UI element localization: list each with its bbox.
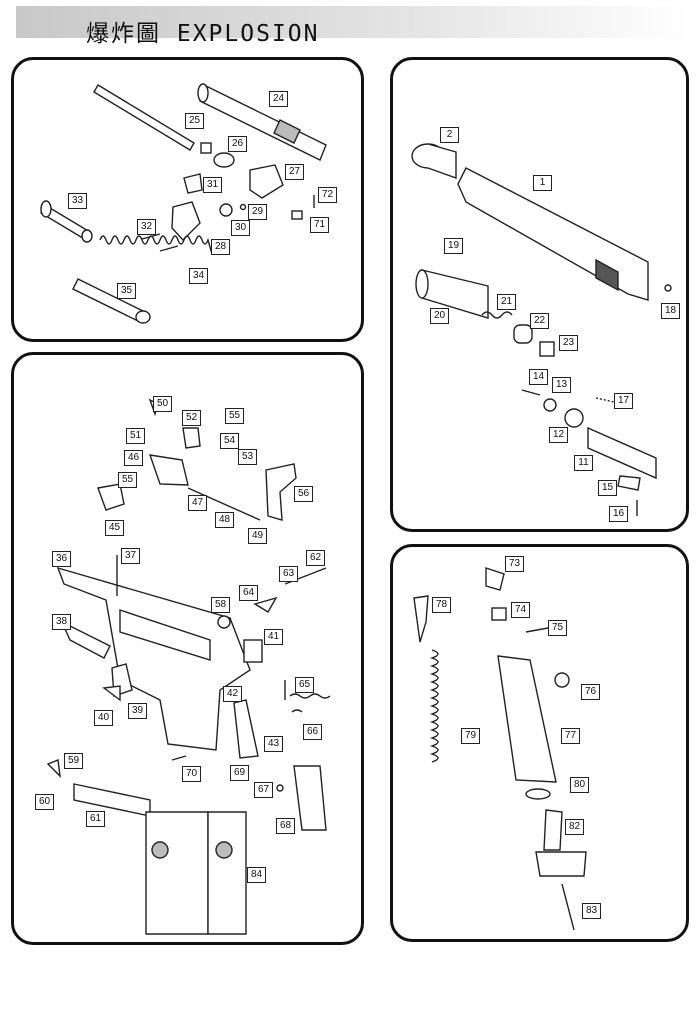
part-label-22: 22 [530,313,549,329]
part-label-41: 41 [264,629,283,645]
part-label-55: 55 [118,472,137,488]
part-label-11: 11 [574,455,593,471]
part-label-75: 75 [548,620,567,636]
part-label-51: 51 [126,428,145,444]
frame-drawing [56,555,251,751]
part-label-20: 20 [430,308,449,324]
part-label-34: 34 [189,268,208,284]
part-label-39: 39 [128,703,147,719]
part-label-42: 42 [223,686,242,702]
part-label-56: 56 [294,486,313,502]
nozzle-parts-drawing [521,389,584,428]
part-label-46: 46 [124,450,143,466]
part-label-19: 19 [444,238,463,254]
part-label-27: 27 [285,164,304,180]
part-label-35: 35 [117,283,136,299]
slide-drawing [411,143,649,301]
part-label-84: 84 [247,867,266,883]
hop-chamber-drawing [171,164,284,242]
part-label-63: 63 [279,566,298,582]
part-label-15: 15 [598,480,617,496]
part-label-55-top: 55 [225,408,244,424]
part-label-50: 50 [153,396,172,412]
part-label-67: 67 [254,782,273,798]
part-label-83: 83 [582,903,601,919]
part-label-18: 18 [661,303,680,319]
part-label-74: 74 [511,602,530,618]
part-label-45: 45 [105,520,124,536]
grip-safety-drawing [60,620,331,761]
part-label-23: 23 [559,335,578,351]
part-label-31: 31 [203,177,222,193]
title-bar: 爆炸圖 EXPLOSION [16,6,690,47]
part-label-25: 25 [185,113,204,129]
part-label-47: 47 [188,495,207,511]
part-label-49: 49 [248,528,267,544]
part-label-82: 82 [565,819,584,835]
part-label-33: 33 [68,193,87,209]
screws-and-pins-drawing [141,195,315,252]
part-label-13: 13 [552,377,571,393]
part-label-26: 26 [228,136,247,152]
inner-barrel-drawing [93,84,195,151]
part-label-40: 40 [94,710,113,726]
magazine-parts-drawing [413,567,587,931]
part-label-24: 24 [269,91,288,107]
part-label-28: 28 [211,239,230,255]
part-label-29: 29 [248,204,267,220]
part-label-43: 43 [264,736,283,752]
bolt-carrier-drawing [587,284,672,516]
recoil-guide-drawing [40,200,93,243]
part-label-30: 30 [231,220,250,236]
part-label-73: 73 [505,556,524,572]
part-label-68: 68 [276,818,295,834]
part-label-37: 37 [121,548,140,564]
part-label-54: 54 [220,433,239,449]
part-label-36: 36 [52,551,71,567]
part-label-77: 77 [561,728,580,744]
part-label-38: 38 [52,614,71,630]
part-label-2: 2 [440,127,459,143]
part-label-69: 69 [230,765,249,781]
part-label-72: 72 [318,187,337,203]
outer-barrel-drawing [197,83,327,161]
grip-panels-drawing [145,811,247,935]
part-label-16: 16 [609,506,628,522]
part-label-64: 64 [239,585,258,601]
part-label-21: 21 [497,294,516,310]
hop-rubber-drawing [200,142,235,168]
part-label-17: 17 [614,393,633,409]
part-label-70: 70 [182,766,201,782]
part-label-1: 1 [533,175,552,191]
recoil-spring-drawing [99,235,213,255]
part-label-60: 60 [35,794,54,810]
part-label-12: 12 [549,427,568,443]
part-label-71: 71 [310,217,329,233]
housing-and-mainspring-drawing [46,759,327,831]
part-label-79: 79 [461,728,480,744]
part-label-58: 58 [211,597,230,613]
part-label-61: 61 [86,811,105,827]
part-label-66: 66 [303,724,322,740]
part-label-65: 65 [295,677,314,693]
part-label-52: 52 [182,410,201,426]
page-title: 爆炸圖 EXPLOSION [86,21,320,47]
guide-rod-drawing [72,278,151,324]
part-label-32: 32 [137,219,156,235]
part-label-14: 14 [529,369,548,385]
part-label-76: 76 [581,684,600,700]
part-label-80: 80 [570,777,589,793]
part-label-62: 62 [306,550,325,566]
part-label-53: 53 [238,449,257,465]
part-label-78: 78 [432,597,451,613]
hammer-and-sear-drawing [102,567,327,702]
part-label-59: 59 [64,753,83,769]
blowback-housing-drawing [415,269,555,357]
trigger-group-drawing [97,398,297,521]
part-label-48: 48 [215,512,234,528]
